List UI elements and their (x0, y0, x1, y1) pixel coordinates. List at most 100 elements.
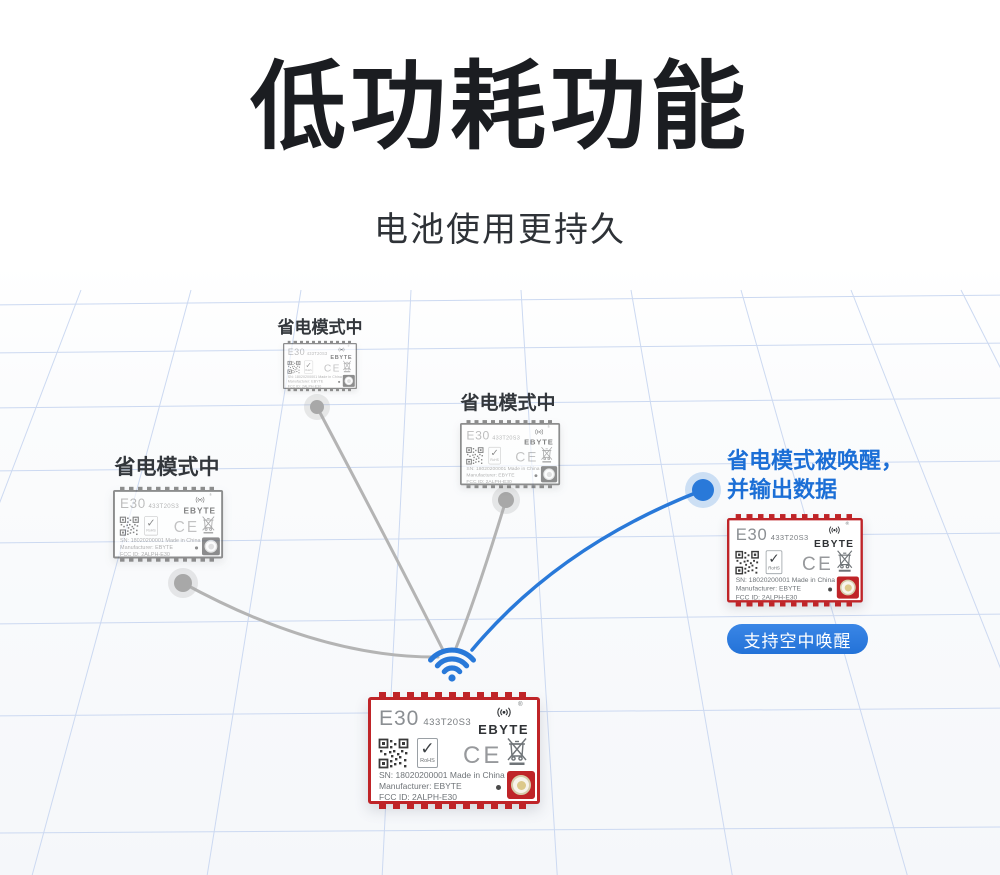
rohs-text: RoHS (768, 566, 780, 571)
sn-text: SN: 18020200001 Made in China (120, 536, 201, 544)
weee-bin-icon (507, 738, 527, 765)
sleep-label-mid: 省电模式中 (460, 393, 556, 414)
variant-text: 433T20S3 (306, 351, 328, 357)
sleep-label-left: 省电模式中 (114, 456, 220, 479)
module-text-block: SN: 18020200001 Made in China Manufactur… (379, 770, 505, 802)
sn-text: SN: 18020200001 Made in China (379, 770, 505, 780)
rohs-mark: ✓ RoHS (304, 360, 314, 374)
brand-text: EBYTE (478, 722, 529, 737)
wake-label-line1: 省电模式被唤醒， (727, 448, 904, 473)
link-left-module (181, 581, 440, 659)
module-text-block: SN: 18020200001 Made in China Manufactur… (736, 576, 835, 602)
test-point-dot (828, 587, 833, 592)
registered-mark: ® (518, 702, 523, 708)
registered-mark: ® (547, 425, 550, 430)
variant-text: 433T20S3 (492, 434, 521, 442)
brand-block: ® EBYTE (478, 702, 529, 737)
sn-text: SN: 18020200001 Made in China (466, 465, 540, 472)
model-text: E30 (287, 347, 306, 358)
model-text: E30 (379, 707, 420, 730)
qr-code-icon (466, 447, 484, 465)
fcc-text: FCC ID: 2ALPH-E30 (466, 478, 512, 484)
rohs-text: RoHS (305, 369, 312, 372)
model-text: E30 (120, 496, 146, 512)
fcc-text: FCC ID: 2ALPH-E30 (379, 791, 457, 802)
check-icon: ✓ (490, 447, 499, 459)
rohs-text: RoHS (420, 758, 435, 764)
ce-mark: CE (173, 518, 199, 537)
qr-code-icon (735, 550, 759, 575)
fcc-text: FCC ID: 2ALPH-E30 (287, 383, 322, 388)
brand-block: ® EBYTE (814, 521, 854, 549)
node-dot-wake (692, 479, 714, 501)
rohs-text: RoHS (490, 458, 499, 462)
manufacturer-text: Manufacturer: EBYTE (120, 543, 173, 551)
ipex-connector (201, 537, 220, 556)
ipex-connector (540, 466, 558, 483)
rohs-mark: ✓ RoHS (417, 738, 438, 768)
brand-block: ® EBYTE (184, 493, 217, 515)
manufacturer-text: Manufacturer: EBYTE (735, 584, 802, 593)
model-text: E30 (466, 428, 490, 443)
sleep-label-top: 省电模式中 (277, 318, 363, 337)
variant-text: 433T20S3 (148, 502, 180, 510)
page-subtitle: 电池使用更持久 (374, 211, 626, 249)
check-icon: ✓ (146, 516, 156, 530)
rohs-mark: ✓ RoHS (488, 446, 501, 465)
fcc-text: FCC ID: 2ALPH-E30 (735, 592, 798, 601)
antenna-icon (534, 429, 543, 435)
page-title: 低功耗功能 (250, 54, 750, 161)
rohs-mark: ✓ RoHS (765, 550, 783, 575)
module-pins-bottom (120, 558, 217, 562)
antenna-icon (496, 707, 511, 717)
ce-mark: CE (802, 553, 834, 575)
test-point-dot (496, 785, 501, 790)
module-pins-bottom (466, 485, 554, 489)
test-point-dot (194, 546, 199, 550)
ipex-connector (507, 771, 535, 799)
node-dot-left (174, 574, 192, 592)
antenna-icon (828, 526, 840, 534)
node-dot-top (310, 400, 324, 414)
check-icon: ✓ (768, 551, 780, 567)
module-pins-top (120, 486, 217, 490)
antenna-icon (195, 496, 205, 503)
qr-code-icon (378, 738, 409, 769)
wake-on-air-badge: 支持空中唤醒 (727, 624, 868, 654)
manufacturer-text: Manufacturer: EBYTE (379, 780, 462, 791)
weee-bin-icon (202, 516, 215, 534)
check-icon: ✓ (305, 361, 312, 370)
module-text-block: SN: 18020200001 Made in China Manufactur… (466, 465, 539, 484)
rohs-text: RoHS (146, 529, 156, 533)
check-icon: ✓ (420, 739, 435, 758)
qr-code-icon (287, 360, 301, 374)
module-pins-bottom (287, 389, 353, 392)
registered-mark: ® (347, 345, 350, 348)
variant-text: 433T20S3 (423, 717, 472, 728)
brand-text: EBYTE (330, 353, 353, 361)
module-pins-bottom (379, 804, 529, 809)
test-point-dot (338, 380, 341, 383)
brand-block: ® EBYTE (524, 425, 554, 446)
sn-text: SN: 18020200001 Made in China (287, 374, 342, 379)
module-text-block: SN: 18020200001 Made in China Manufactur… (120, 537, 200, 558)
weee-bin-icon (342, 360, 352, 373)
model-text: E30 (735, 525, 768, 545)
registered-mark: ® (845, 521, 850, 527)
link-wake-module (470, 488, 705, 652)
qr-code-icon (119, 516, 139, 536)
ipex-connector (342, 374, 355, 387)
ce-mark: CE (515, 449, 539, 465)
ipex-connector (836, 576, 859, 599)
